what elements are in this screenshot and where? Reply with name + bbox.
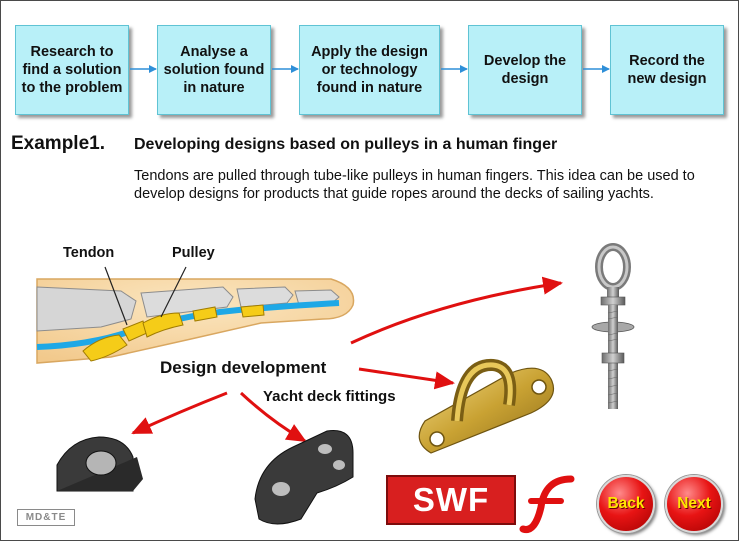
tendon-label: Tendon: [63, 245, 115, 261]
design-development-label: Design development: [160, 358, 327, 377]
step-record: Record the new design: [610, 25, 724, 115]
pulley-label: Pulley: [172, 245, 215, 261]
yacht-deck-fittings-label: Yacht deck fittings: [263, 388, 396, 405]
swf-button[interactable]: SWF: [386, 475, 516, 525]
deck-plate-image: [418, 358, 555, 454]
flash-icon: [519, 475, 575, 533]
step-research: Research to find a solution to the probl…: [15, 25, 129, 115]
step-analyse: Analyse a solution found in nature: [157, 25, 271, 115]
fairlead-image-1: [56, 436, 143, 492]
step-develop: Develop the design: [468, 25, 582, 115]
arrow-to-fairlead-2: [239, 391, 307, 443]
back-button[interactable]: Back: [597, 475, 655, 533]
step-apply: Apply the design or technology found in …: [299, 25, 440, 115]
arrow-to-eyebolt: [350, 276, 563, 345]
eye-bolt-image: [591, 243, 635, 409]
finger-illustration: [36, 266, 355, 364]
arrow-to-fairlead-1: [131, 391, 228, 435]
red-arrows: [131, 276, 563, 443]
next-button[interactable]: Next: [665, 475, 723, 533]
arrow-to-deck-plate: [358, 367, 455, 390]
fairlead-image-2: [254, 429, 354, 525]
mdte-logo: MD&TE: [17, 509, 75, 526]
example-description: Tendons are pulled through tube-like pul…: [134, 168, 695, 202]
example-label: Example1.: [11, 133, 105, 154]
example-title: Developing designs based on pulleys in a…: [134, 136, 558, 153]
